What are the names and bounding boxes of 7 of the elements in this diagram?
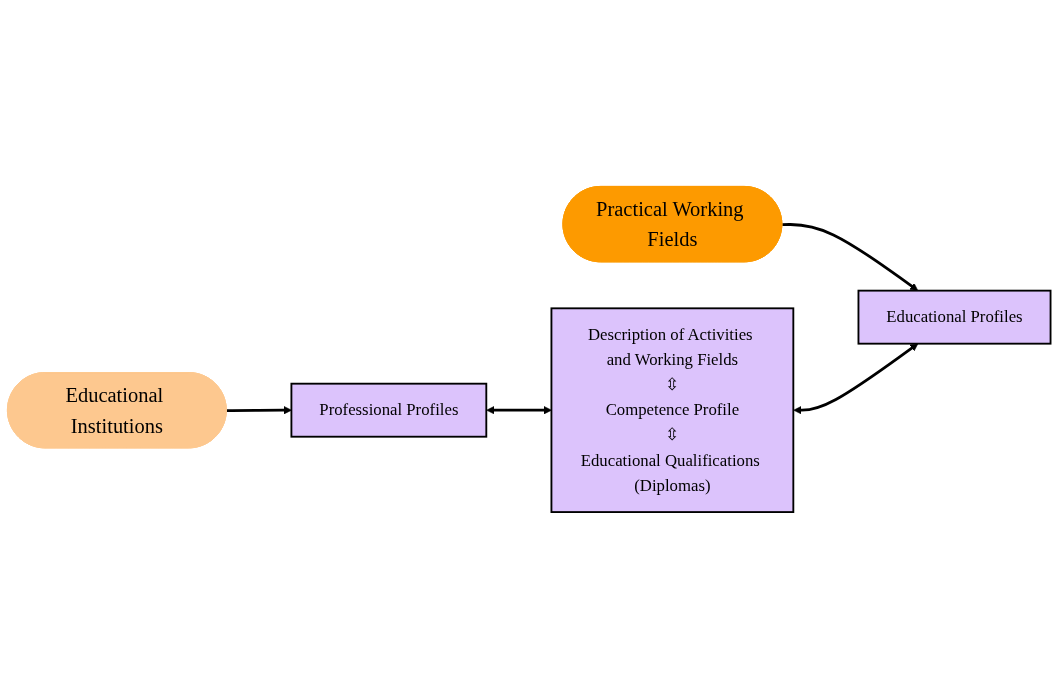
arrow — [226, 406, 292, 415]
arrow — [486, 406, 552, 415]
node-box: Educational Profiles — [857, 289, 1052, 345]
arrow — [793, 343, 919, 415]
arrow — [782, 223, 919, 292]
node-box: Description of Activities and Working Fields ⇳ Competence Profile ⇳ Educational Qualifications (Diplomas) — [550, 307, 795, 514]
node-box: Professional Profiles — [290, 383, 488, 438]
